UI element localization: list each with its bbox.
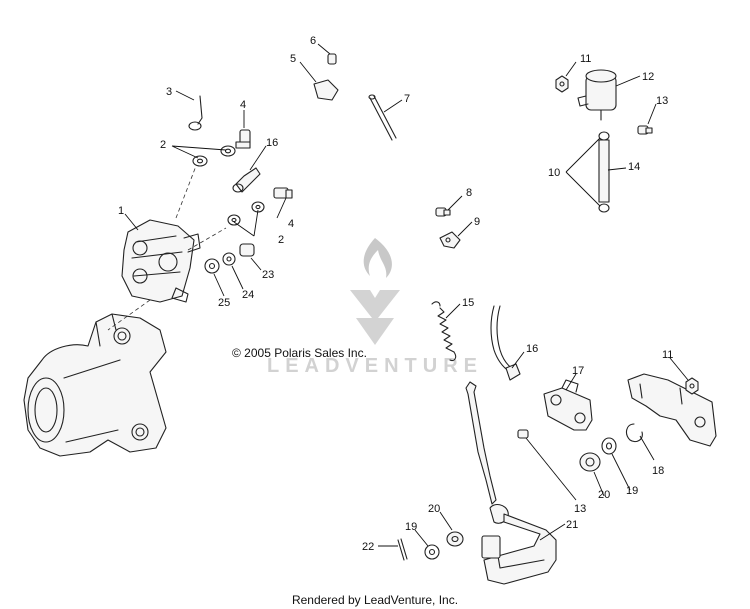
- banjo-bolt-upper: [235, 129, 251, 149]
- callout-labels: 1 2 2 3 4 4 5 6 7 8 9 10 11 11 12 13 13 …: [118, 35, 673, 553]
- retaining-ring: [625, 423, 643, 443]
- callout-8: 8: [466, 187, 472, 199]
- callout-22: 22: [362, 541, 374, 553]
- assembly-line-caliper: [187, 227, 227, 251]
- brake-line-right: [490, 305, 521, 381]
- callout-21: 21: [566, 519, 578, 531]
- assembly-line-knuckle: [107, 299, 151, 331]
- caliper-washer-24: [222, 252, 236, 266]
- brake-hose-upper: [188, 95, 203, 131]
- callout-9: 9: [474, 216, 480, 228]
- hose-clip: [313, 79, 339, 101]
- pedal-washer-right: [601, 437, 617, 455]
- hose-clamp: [439, 231, 461, 249]
- copyright-notice: © 2005 Polaris Sales Inc.: [232, 346, 367, 360]
- callout-23: 23: [262, 269, 274, 281]
- callout-2-lower: 2: [278, 234, 284, 246]
- callout-7: 7: [404, 93, 410, 105]
- callout-14: 14: [628, 161, 640, 173]
- watermark-text: LEADVENTURE: [267, 355, 483, 377]
- clip-screw: [327, 53, 337, 65]
- pedal-bushing-right: [579, 452, 601, 472]
- footer-credit: Rendered by LeadVenture, Inc.: [292, 593, 458, 607]
- callout-5: 5: [290, 53, 296, 65]
- pivot-bolt: [517, 429, 529, 439]
- callout-24: 24: [242, 289, 254, 301]
- assembly-line-banjo: [175, 165, 197, 219]
- callout-25: 25: [218, 297, 230, 309]
- reservoir-bolt: [637, 125, 653, 135]
- callout-17: 17: [572, 365, 584, 377]
- fluid-reservoir: [577, 69, 617, 121]
- callout-12: 12: [642, 71, 654, 83]
- reservoir-nut: [555, 75, 569, 93]
- sealing-washers-lower: [227, 201, 265, 226]
- return-spring: [431, 301, 457, 362]
- banjo-bolt-lower: [273, 187, 293, 199]
- sealing-washers-upper: [192, 145, 236, 167]
- callout-20-lower: 20: [428, 503, 440, 515]
- callout-1: 1: [118, 205, 124, 217]
- callout-19-right: 19: [626, 485, 638, 497]
- callout-4-lower: 4: [288, 218, 294, 230]
- callout-18: 18: [652, 465, 664, 477]
- callout-20-right: 20: [598, 489, 610, 501]
- reservoir-hose: [598, 131, 610, 213]
- brake-caliper: [121, 219, 201, 303]
- wheel-knuckle: [23, 313, 167, 457]
- mounting-bracket: [627, 373, 717, 447]
- banjo-fitting-left: [232, 167, 261, 193]
- pedal-washer-lower: [424, 544, 440, 560]
- clamp-screw: [435, 207, 451, 217]
- callout-4-upper: 4: [240, 99, 246, 111]
- callout-15: 15: [462, 297, 474, 309]
- callout-6: 6: [310, 35, 316, 47]
- caliper-mount-bolt: [239, 243, 255, 257]
- cotter-pin: [397, 538, 408, 561]
- brake-pedal: [465, 381, 557, 585]
- master-cylinder: [543, 379, 593, 431]
- pedal-bushing-lower: [446, 531, 464, 547]
- leadventure-watermark: LEADVENTURE: [267, 238, 483, 377]
- bracket-nut: [685, 377, 699, 395]
- callout-16-upper: 16: [266, 137, 278, 149]
- callout-13-lower: 13: [574, 503, 586, 515]
- caliper-washer-25: [204, 258, 220, 274]
- callout-13-upper: 13: [656, 95, 668, 107]
- callout-19-lower: 19: [405, 521, 417, 533]
- leader-lines: [124, 43, 689, 547]
- callout-3: 3: [166, 86, 172, 98]
- callout-2-upper: 2: [160, 139, 166, 151]
- callout-16-lower: 16: [526, 343, 538, 355]
- callout-11-upper: 11: [580, 53, 591, 65]
- callout-10: 10: [548, 167, 560, 179]
- pin: [368, 94, 397, 141]
- callout-11-lower: 11: [662, 349, 673, 361]
